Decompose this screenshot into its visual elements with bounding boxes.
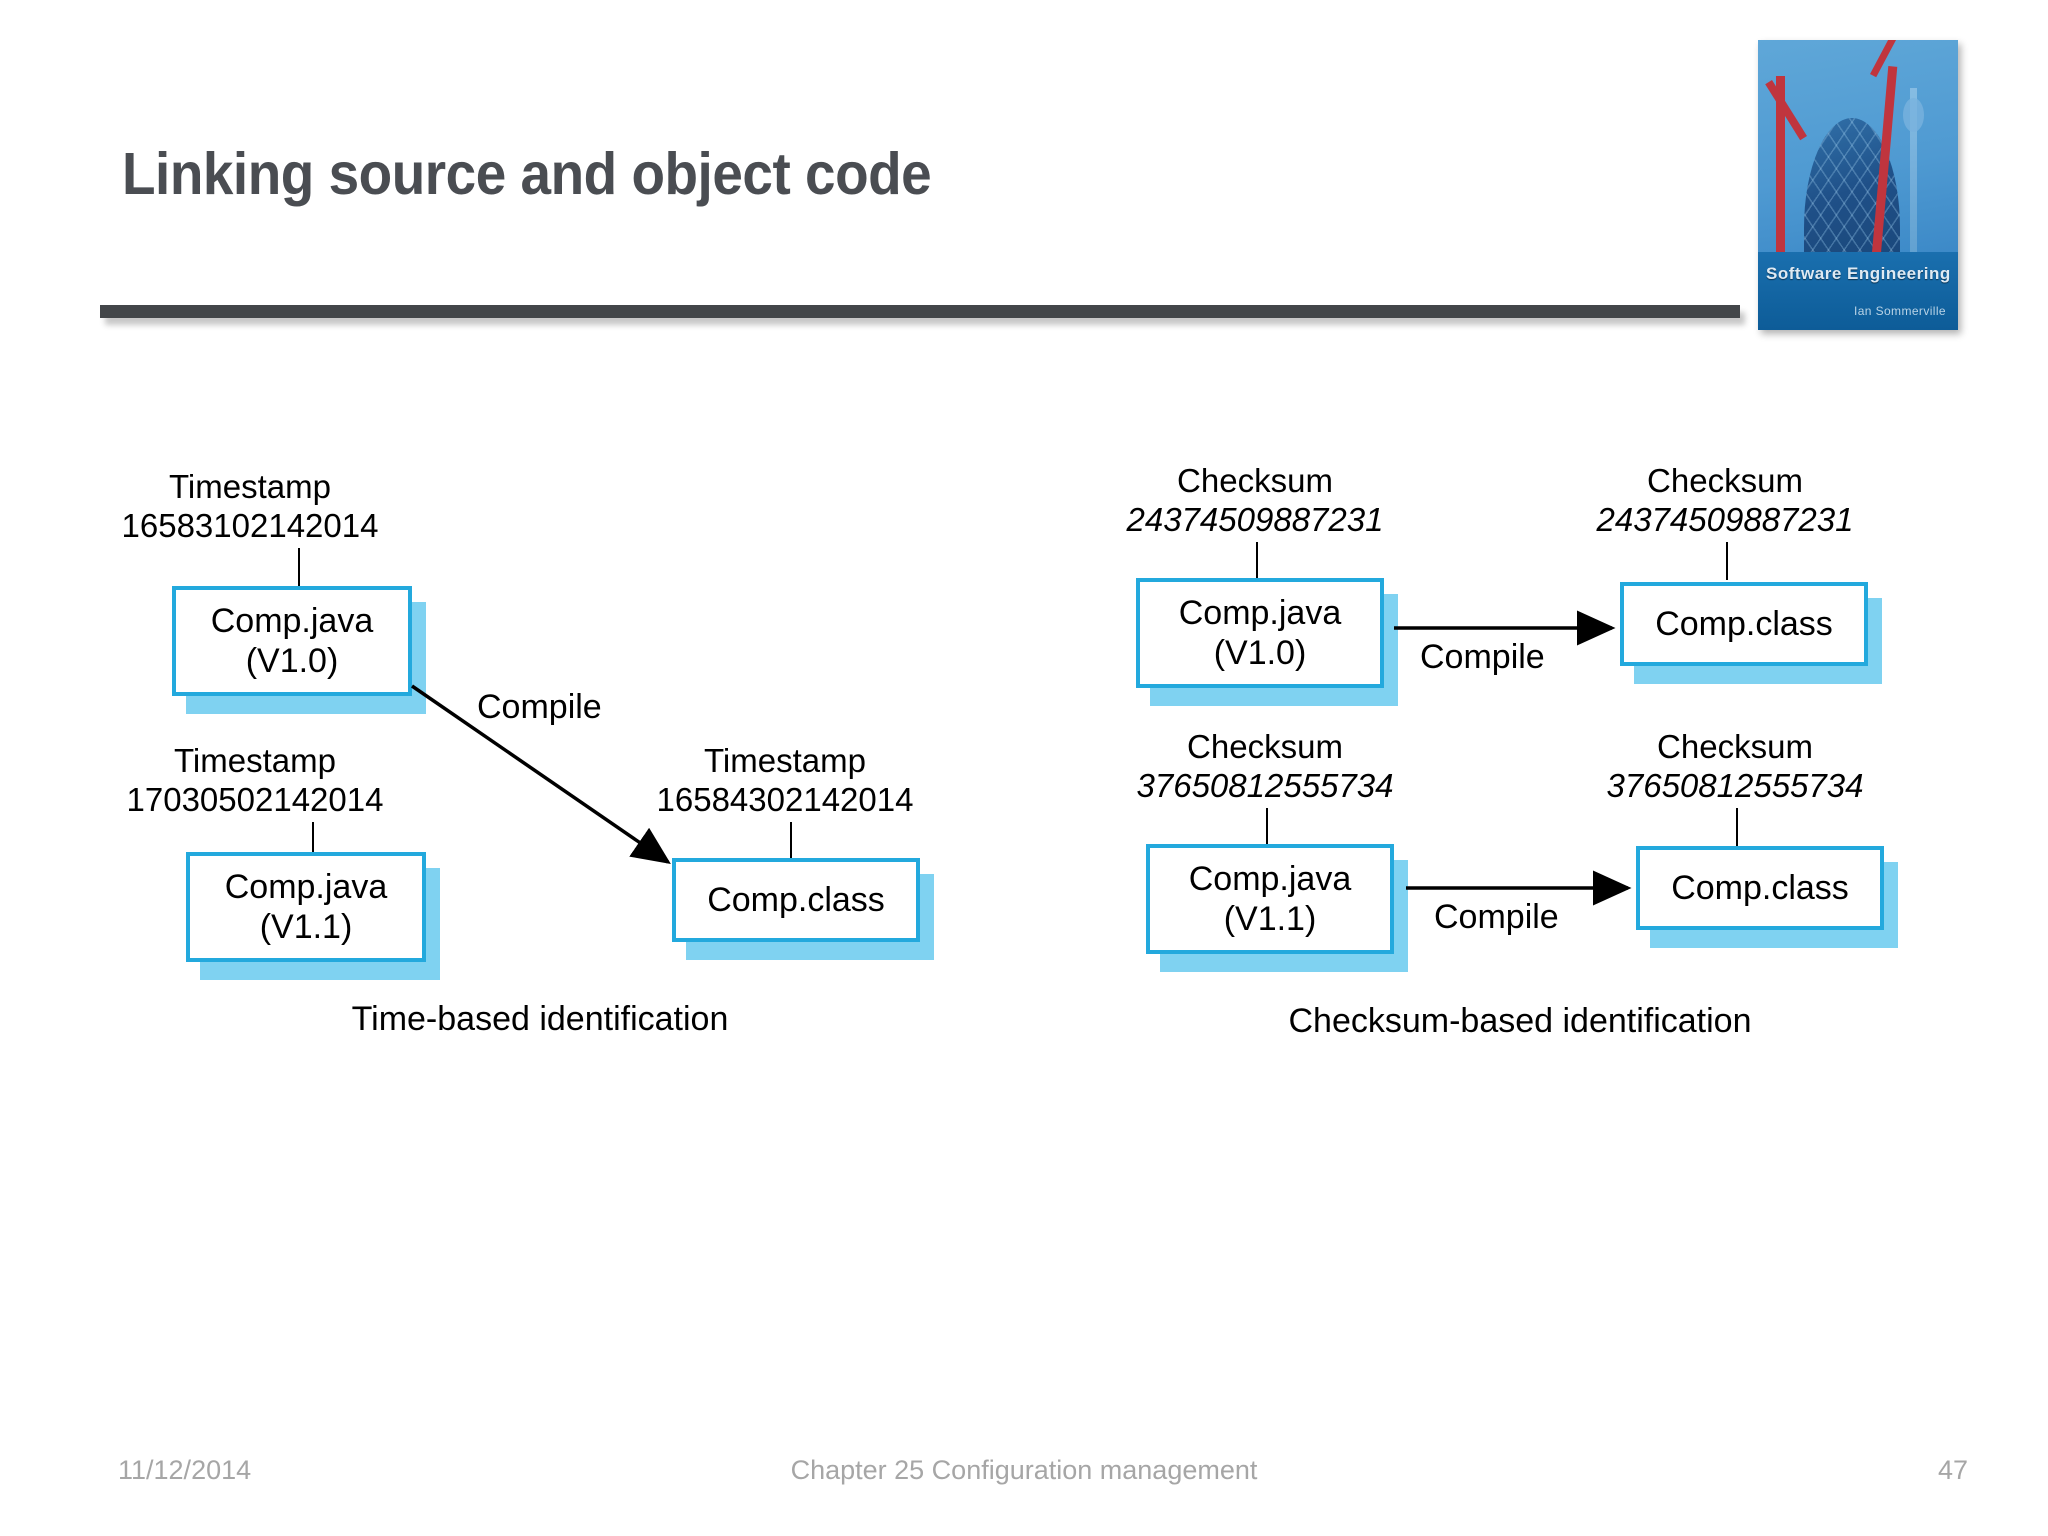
node-right-comp-class-v11[interactable]: Comp.class — [1636, 846, 1884, 930]
connector-tick — [312, 822, 314, 854]
node-label-left-src-v11: Timestamp 17030502142014 — [126, 742, 384, 818]
node-line1: Comp.java — [224, 867, 388, 906]
node-line2: (V1.0) — [245, 642, 339, 680]
node-line1: Comp.java — [210, 601, 374, 640]
node-label-right-src-v10: Checksum 24374509887231 — [1126, 462, 1384, 538]
title-divider-rule — [100, 305, 1740, 318]
cover-author: Ian Sommerville — [1853, 304, 1946, 318]
node-right-comp-class-v10[interactable]: Comp.class — [1620, 582, 1868, 666]
node-line1: Comp.java — [1178, 593, 1342, 632]
node-label-right-obj-v11: Checksum 37650812555734 — [1606, 728, 1864, 804]
connector-tick — [298, 548, 300, 588]
node-line2: (V1.0) — [1213, 634, 1307, 672]
caption-left-diagram: Time-based identification — [351, 1000, 729, 1038]
node-left-comp-class[interactable]: Comp.class — [672, 858, 920, 942]
caption-right-diagram: Checksum-based identification — [1288, 1002, 1752, 1040]
connector-tick — [1266, 808, 1268, 846]
connector-tick — [1736, 808, 1738, 846]
footer-chapter: Chapter 25 Configuration management — [790, 1455, 1258, 1485]
node-label-right-src-v11: Checksum 37650812555734 — [1136, 728, 1394, 804]
connector-tick — [1256, 542, 1258, 580]
edge-label-compile-left: Compile — [477, 688, 602, 726]
node-left-comp-java-v11[interactable]: Comp.java (V1.1) — [186, 852, 426, 962]
node-label-right-obj-v10: Checksum 24374509887231 — [1596, 462, 1854, 538]
node-left-comp-java-v10[interactable]: Comp.java (V1.0) — [172, 586, 412, 696]
node-label-left-obj: Timestamp 16584302142014 — [656, 742, 914, 818]
connector-tick — [1726, 542, 1728, 580]
connector-tick — [790, 822, 792, 860]
book-cover-thumbnail: Software Engineering Ian Sommerville — [1758, 40, 1958, 330]
footer-date: 11/12/2014 — [118, 1455, 252, 1485]
crane-icon — [1776, 76, 1785, 296]
edge-label-compile-right-bottom: Compile — [1434, 898, 1559, 936]
page-title: Linking source and object code — [122, 141, 932, 207]
node-line2: (V1.1) — [1223, 900, 1317, 938]
edge-label-compile-right-top: Compile — [1420, 638, 1545, 676]
node-line1: Comp.java — [1188, 859, 1352, 898]
node-right-comp-java-v11[interactable]: Comp.java (V1.1) — [1146, 844, 1394, 954]
footer-page-number: 47 — [1937, 1455, 1968, 1485]
node-right-comp-java-v10[interactable]: Comp.java (V1.0) — [1136, 578, 1384, 688]
node-label-left-src-v10: Timestamp 16583102142014 — [121, 468, 379, 544]
tower-mast-icon — [1903, 88, 1924, 294]
node-line2: (V1.1) — [259, 908, 353, 946]
cover-band — [1758, 252, 1958, 330]
node-line1: Comp.class — [707, 880, 885, 919]
cover-title: Software Engineering — [1766, 264, 1951, 283]
node-line1: Comp.class — [1655, 604, 1833, 643]
node-line1: Comp.class — [1671, 868, 1849, 907]
